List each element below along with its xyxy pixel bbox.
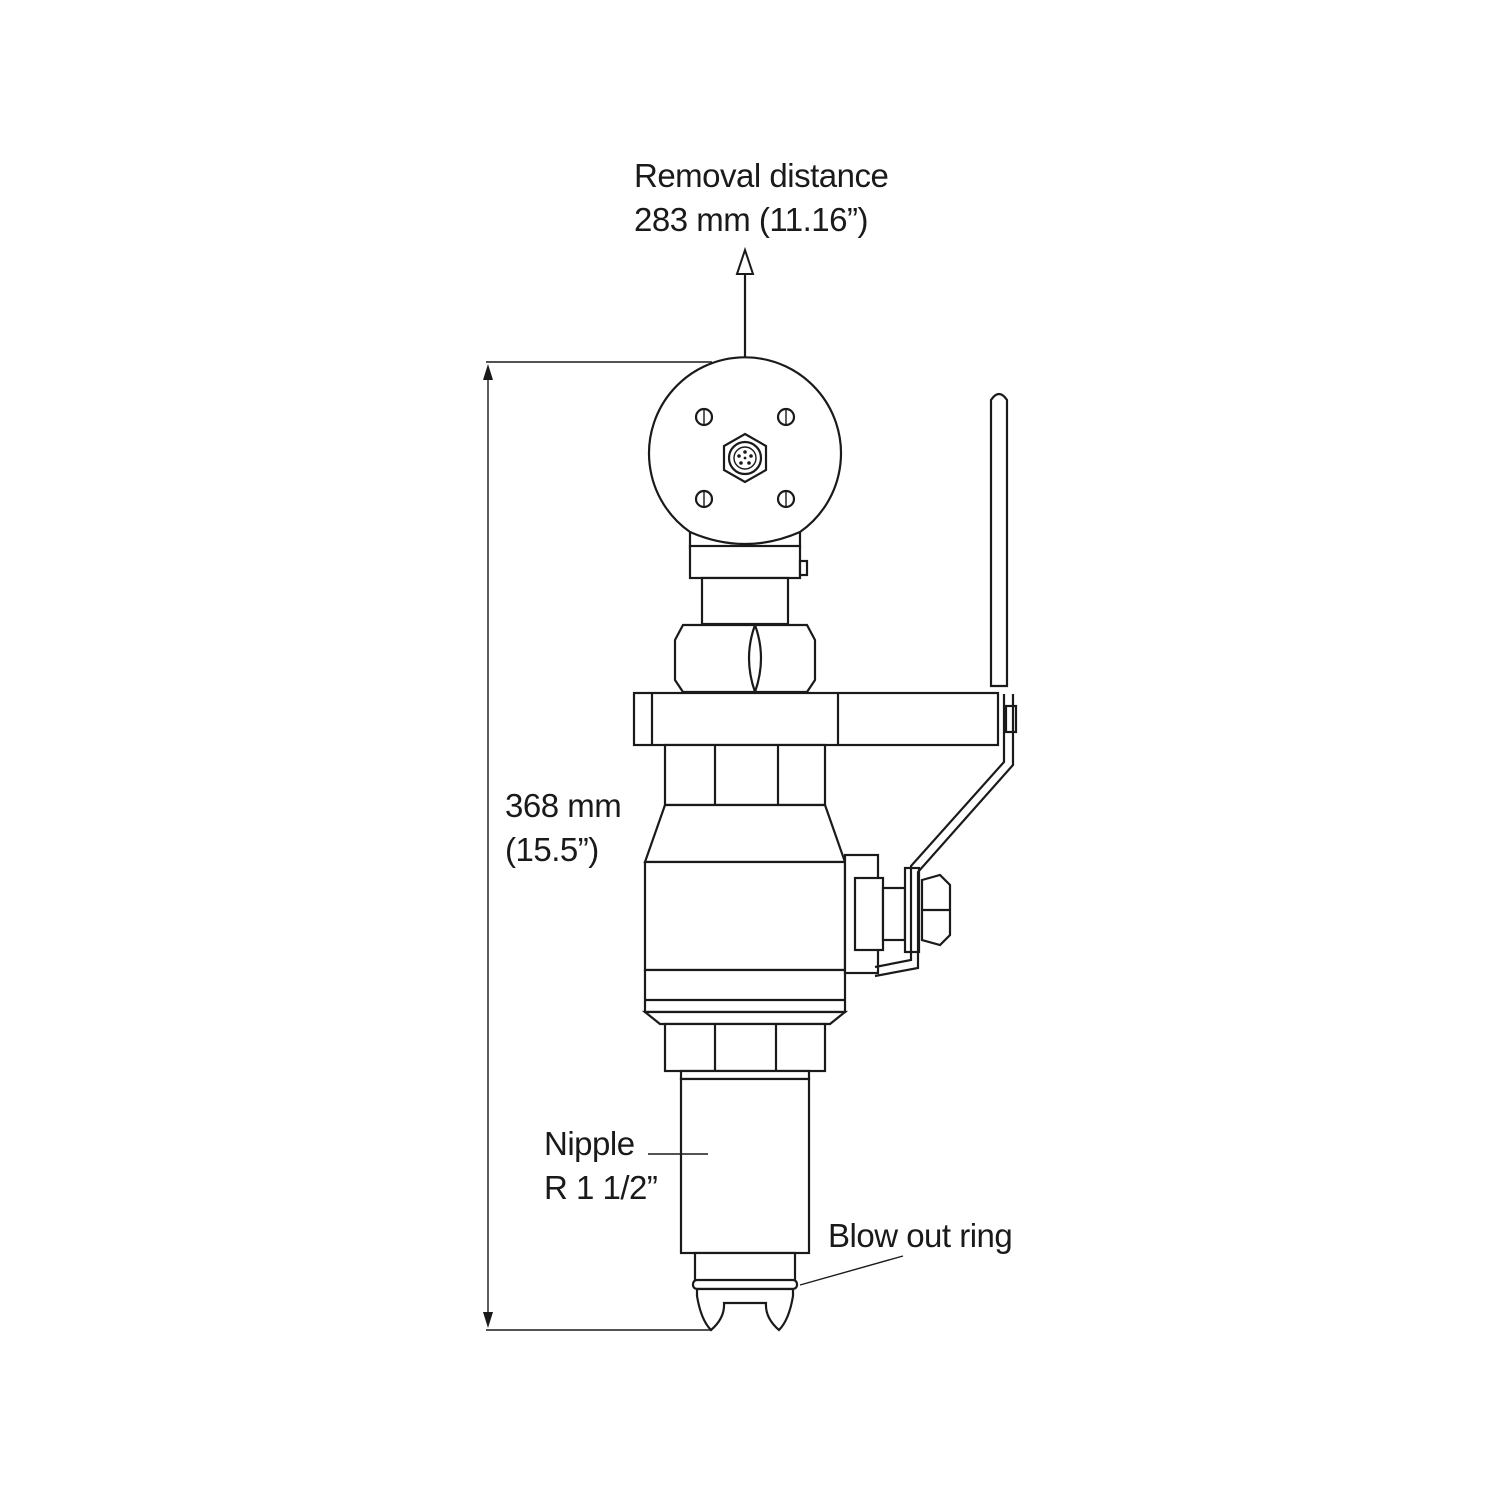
dimension-arrow-top	[483, 364, 493, 380]
flange-plate	[632, 691, 1000, 747]
stem-packing	[853, 876, 885, 952]
valve-body	[643, 860, 847, 972]
overall-height-dimension: 368 mm (15.5”)	[483, 361, 712, 1331]
hex-nut	[673, 623, 817, 694]
height-inch-label: (15.5”)	[505, 831, 599, 868]
lower-section	[663, 1022, 827, 1332]
neck	[700, 576, 790, 626]
nipple-thread-label: R 1 1/2”	[544, 1169, 657, 1206]
nipple-body	[679, 1077, 811, 1255]
valve-bottom-taper	[641, 1010, 849, 1026]
flange-bolt	[1004, 704, 1018, 734]
blow-out-ring-label: Blow out ring	[828, 1217, 1012, 1254]
removal-distance-value: 283 mm (11.16”)	[634, 201, 868, 238]
nipple-thread-start	[679, 1069, 811, 1081]
valve-stem-housing	[663, 743, 827, 807]
height-mm-label: 368 mm	[505, 787, 621, 824]
nut-facet-right	[753, 624, 763, 693]
handle-rod-edge	[874, 694, 1015, 978]
ball-valve	[641, 743, 849, 1026]
removal-arrow-head	[735, 246, 755, 275]
nipple-callout: Nipple R 1 1/2”	[544, 1125, 708, 1206]
valve-handle	[843, 392, 1015, 978]
handle-grip	[989, 392, 1009, 688]
removal-distance-callout: Removal distance 283 mm (11.16”)	[634, 157, 889, 362]
sensor-head	[647, 356, 843, 550]
screw-icons	[694, 407, 796, 509]
dimension-arrow-bottom	[483, 1312, 493, 1328]
nipple-label: Nipple	[544, 1125, 635, 1162]
removal-distance-label: Removal distance	[634, 157, 888, 194]
handle-rod	[874, 694, 1006, 969]
blow-out-ring	[691, 1278, 799, 1291]
blow-out-ring-callout: Blow out ring	[799, 1217, 1013, 1286]
probe-tip	[695, 1287, 795, 1332]
neck-and-nut	[673, 544, 817, 694]
head-housing-edge	[689, 530, 801, 546]
lower-hex	[663, 1022, 827, 1073]
valve-body-band	[643, 968, 847, 1014]
nut-facet-left	[747, 624, 757, 693]
connector-icon	[722, 432, 768, 484]
stem-washer	[881, 886, 907, 942]
flange-bar	[632, 691, 1018, 747]
collar-pin	[798, 559, 809, 577]
blow-out-ring-leader	[799, 1255, 904, 1286]
head-collar	[688, 544, 802, 580]
probe-neck	[693, 1251, 797, 1283]
valve-top-taper	[643, 803, 847, 864]
